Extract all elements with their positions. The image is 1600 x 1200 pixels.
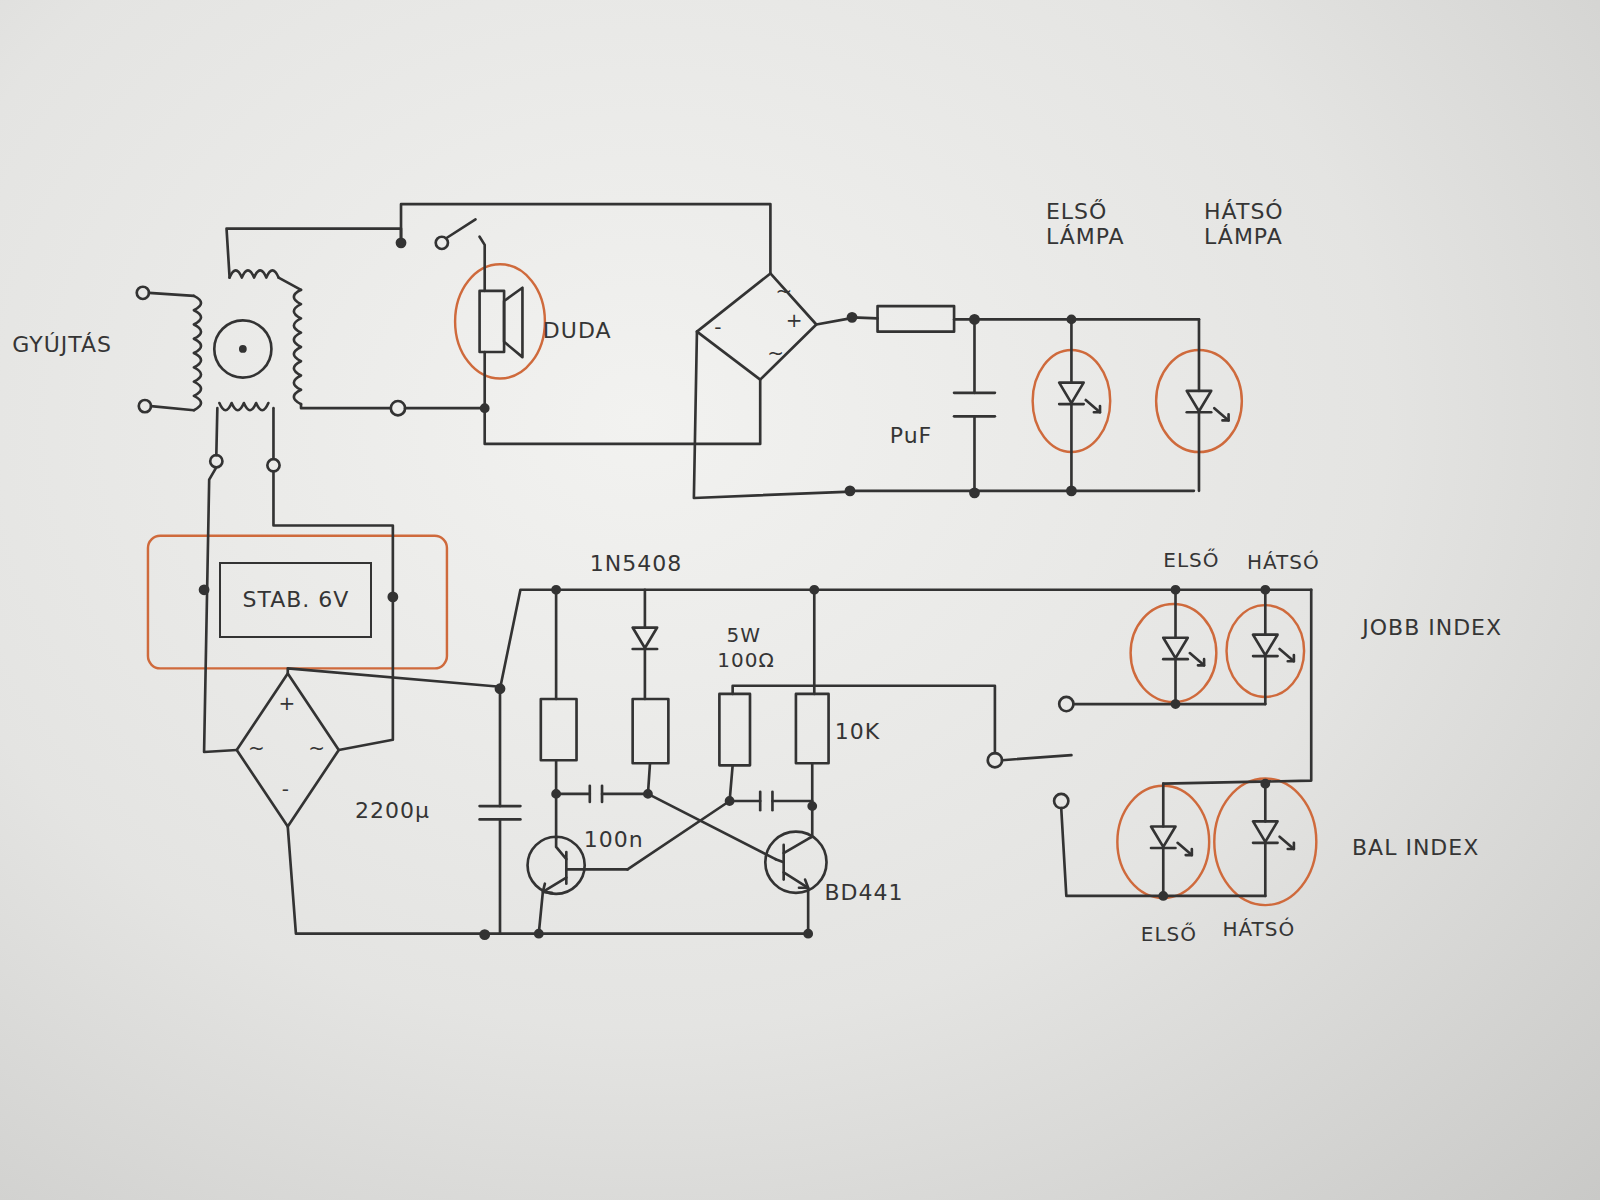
component-label: 100Ω	[717, 649, 774, 672]
component-label: ELSŐ	[1163, 549, 1219, 572]
highlight-marks	[148, 264, 1316, 905]
magneto-symbol	[137, 270, 301, 412]
component-label: -	[714, 316, 722, 339]
node-text: STAB. 6V	[242, 587, 349, 612]
component-label: ELSŐ LÁMPA	[1046, 199, 1128, 250]
component-label: ~	[308, 737, 326, 760]
regulator-box: STAB. 6V	[219, 562, 372, 639]
component-label: +	[786, 309, 804, 332]
component-label: DUDA	[543, 318, 612, 343]
component-label: BAL INDEX	[1352, 835, 1479, 860]
component-label: HÁTSÓ	[1247, 551, 1320, 574]
component-label: 100n	[584, 827, 644, 852]
component-label: HÁTSÓ LÁMPA	[1204, 199, 1316, 250]
component-label: +	[279, 692, 297, 715]
component-label: JOBB INDEX	[1362, 615, 1502, 640]
component-label: BD441	[824, 880, 903, 905]
component-label: 2200µ	[355, 798, 430, 823]
component-label: ELSŐ	[1141, 923, 1197, 946]
component-label: ~	[767, 342, 785, 365]
component-label: PuF	[890, 423, 932, 448]
component-label: HÁTSÓ	[1222, 918, 1295, 941]
component-label: 1N5408	[590, 551, 682, 576]
component-label: ~	[248, 737, 266, 760]
wires-bottom	[200, 408, 1311, 939]
component-label: -	[282, 778, 290, 801]
component-label: ~	[776, 280, 794, 303]
component-label: 5W	[727, 624, 762, 647]
component-label: 10K	[835, 719, 880, 744]
component-label: GYÚJTÁS	[12, 332, 112, 357]
